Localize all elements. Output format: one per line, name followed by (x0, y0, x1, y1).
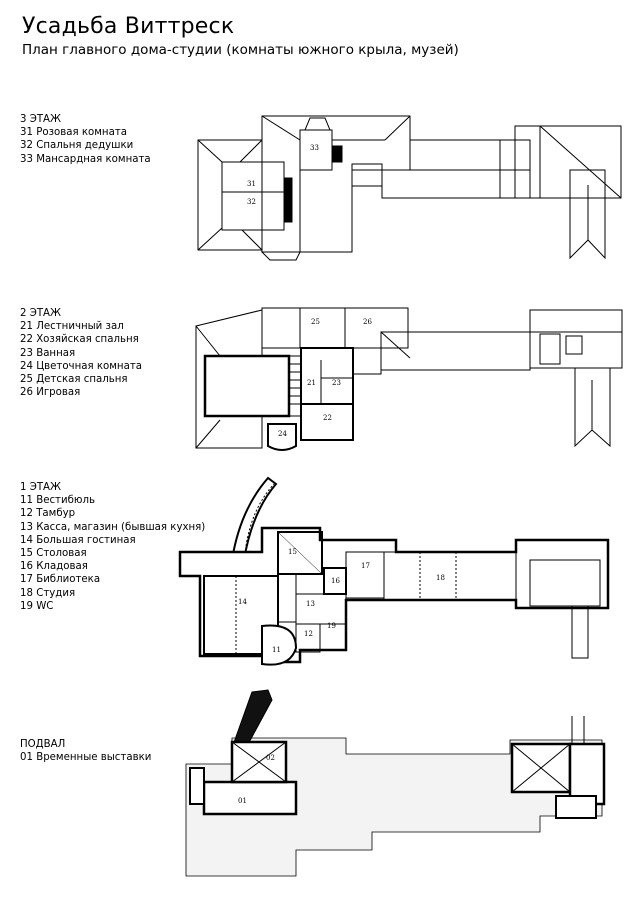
room-number: 15 (288, 548, 297, 556)
room-number: 16 (331, 577, 340, 585)
legend-item: 33 Мансардная комната (20, 153, 151, 165)
room-number: 23 (332, 379, 341, 387)
legend-item: 22 Хозяйская спальня (20, 334, 139, 346)
room-number: 22 (323, 414, 332, 422)
legend-item: 16 Кладовая (20, 561, 88, 573)
room-number: 11 (272, 646, 281, 654)
floor-heading: ПОДВАЛ (20, 739, 66, 750)
room-number: 24 (278, 430, 287, 438)
room-number: 21 (307, 379, 316, 387)
legend-item: 21 Лестничный зал (20, 321, 124, 333)
legend-floor-3: 3 ЭТАЖ 31 Розовая комната 32 Спальня дед… (20, 113, 151, 166)
legend-item: 25 Детская спальня (20, 374, 128, 386)
floor-heading: 2 ЭТАЖ (20, 308, 61, 319)
room-number: 02 (266, 754, 275, 762)
floor-heading: 3 ЭТАЖ (20, 114, 61, 125)
room-number: 32 (247, 198, 256, 206)
floor-heading: 1 ЭТАЖ (20, 482, 61, 493)
page-subtitle: План главного дома-студии (комнаты южног… (22, 42, 459, 58)
legend-item: 26 Игровая (20, 387, 81, 399)
room-number: 26 (363, 318, 372, 326)
room-number: 14 (238, 598, 247, 606)
page-title: Усадьба Виттреск (22, 14, 235, 39)
room-number: 18 (436, 574, 445, 582)
legend-item: 23 Ванная (20, 347, 76, 359)
room-number: 12 (304, 630, 313, 638)
room-number: 33 (310, 144, 319, 152)
legend-item: 32 Спальня дедушки (20, 140, 134, 152)
legend-item: 24 Цветочная комната (20, 360, 142, 372)
plan-basement (185, 689, 606, 877)
room-number: 31 (247, 180, 256, 188)
legend-floor-2: 2 ЭТАЖ 21 Лестничный зал 22 Хозяйская сп… (20, 307, 142, 399)
legend-basement: ПОДВАЛ 01 Временные выставки (20, 738, 151, 764)
legend-item: 19 WC (20, 600, 54, 612)
room-number: 17 (361, 562, 370, 570)
plan-floor-2 (195, 307, 623, 451)
legend-item: 18 Студия (20, 587, 76, 599)
legend-item: 17 Библиотека (20, 574, 101, 586)
legend-item: 12 Тамбур (20, 508, 76, 520)
legend-floor-1: 1 ЭТАЖ 11 Вестибюль 12 Тамбур 13 Касса, … (20, 481, 205, 613)
legend-item: 15 Столовая (20, 548, 87, 560)
room-number: 25 (311, 318, 320, 326)
room-number: 19 (327, 622, 336, 630)
legend-item: 13 Касса, магазин (бывшая кухня) (20, 521, 206, 533)
room-number: 01 (238, 797, 247, 805)
legend-item: 11 Вестибюль (20, 495, 95, 507)
plan-floor-1 (178, 476, 610, 666)
legend-item: 14 Большая гостиная (20, 534, 136, 546)
legend-item: 31 Розовая комната (20, 127, 127, 139)
plan-floor-3 (197, 115, 622, 261)
legend-item: 01 Временные выставки (20, 752, 152, 764)
room-number: 13 (306, 600, 315, 608)
